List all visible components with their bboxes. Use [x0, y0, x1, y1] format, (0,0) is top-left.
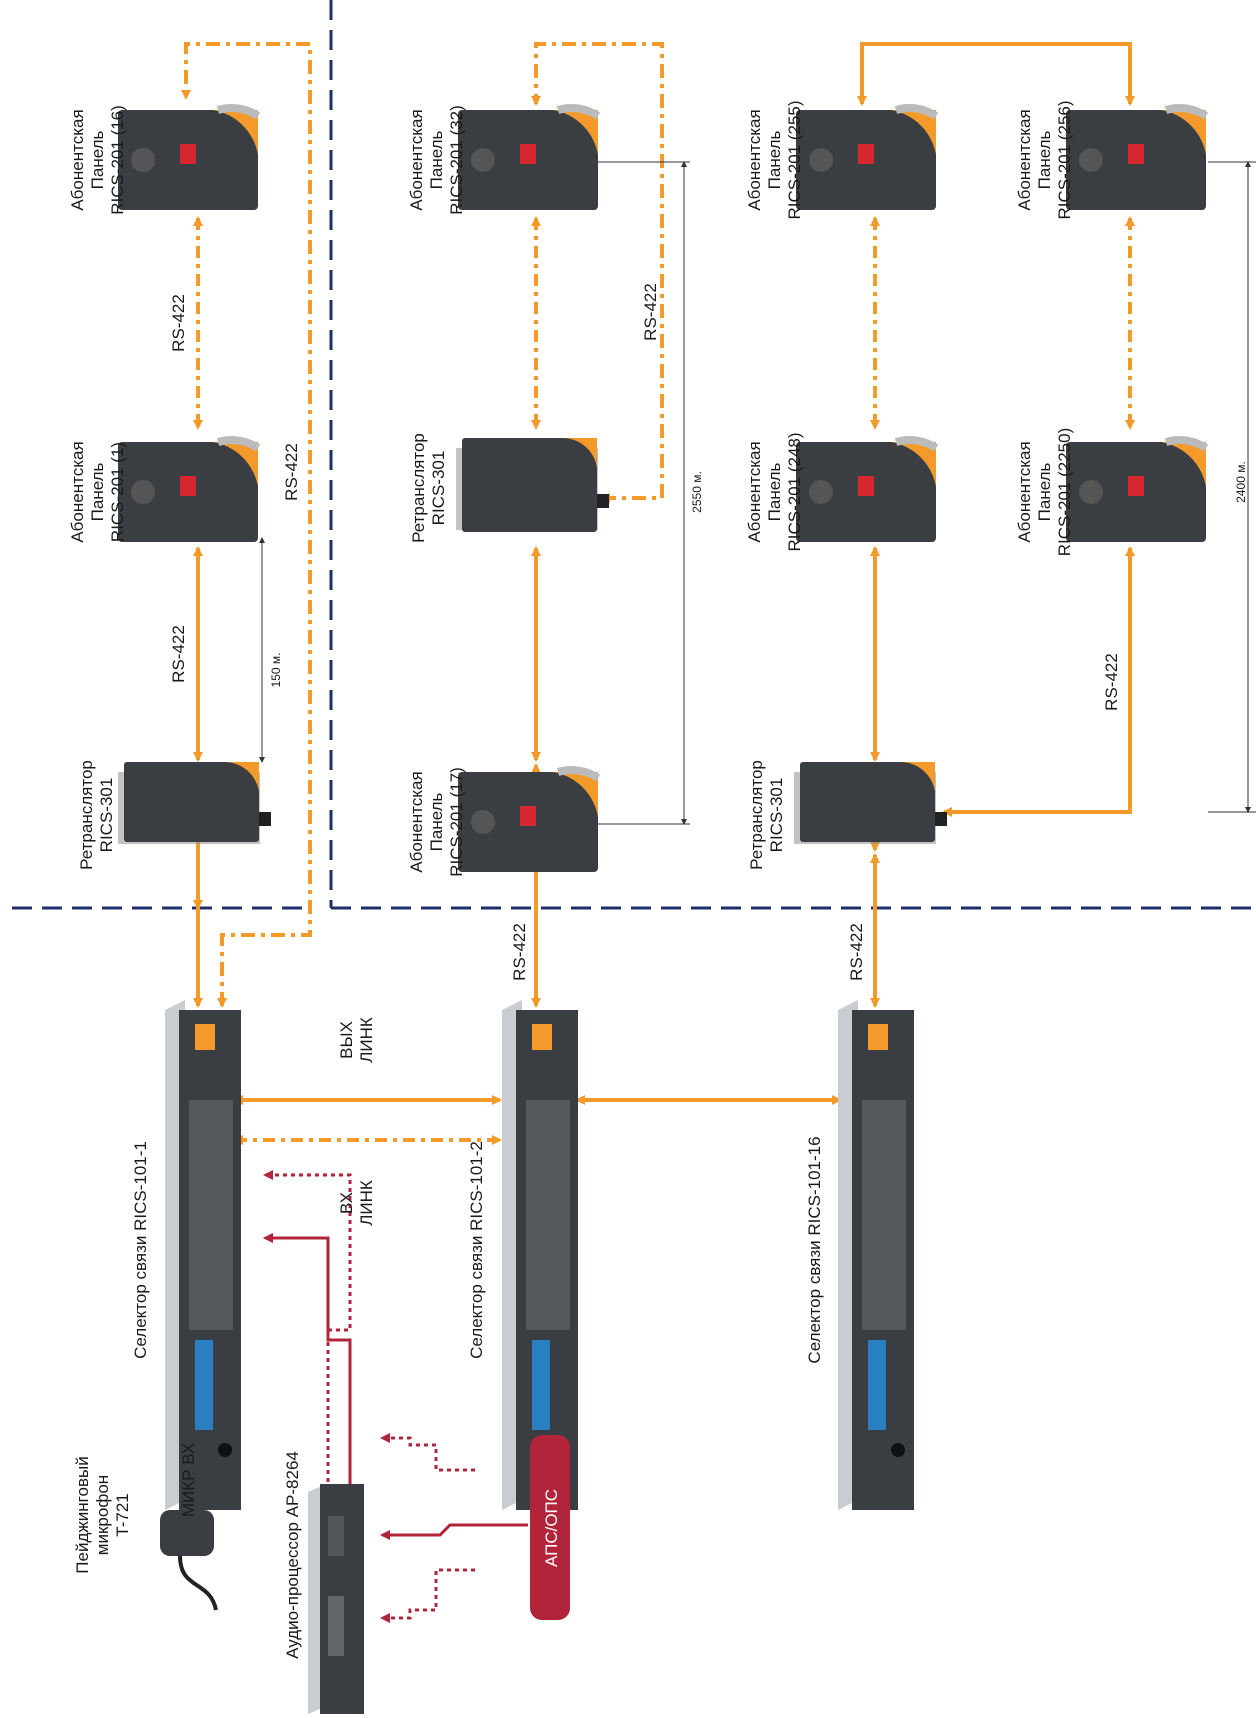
panel-label-line: Панель	[765, 130, 784, 189]
panel-label-248: Абонентская Панель RICS-201 (248)	[745, 432, 804, 551]
panel-label-line: Абонентская	[1015, 441, 1034, 542]
repeater-device-2	[456, 438, 609, 532]
panel-label-line: RICS-201 (1)	[108, 442, 127, 542]
rs422-label: RS-422	[641, 283, 660, 341]
repeater-label-1: Ретранслятор RICS-301	[77, 760, 116, 870]
repeater-device-1	[118, 762, 271, 844]
panel-label-line: Панель	[765, 462, 784, 521]
panel-label-16: Абонентская Панель RICS-201 (16)	[68, 105, 127, 215]
panel-label-line: RICS-201 (32)	[447, 105, 466, 215]
panel-label-line: RICS-201 (248)	[785, 432, 804, 551]
mic-label: Пейджинговый микрофон T-721	[73, 1456, 132, 1573]
rs422-label: RS-422	[282, 443, 301, 501]
selector-rack-2	[502, 1000, 578, 1510]
panel-device-32	[458, 108, 598, 210]
panel-device-255	[796, 108, 936, 210]
panel-label-line: Абонентская	[1015, 109, 1034, 210]
repeater-label-line: Ретранслятор	[409, 433, 428, 543]
rs422-label: RS-422	[847, 923, 866, 981]
in-link-label: ВХ ЛИНК	[337, 1180, 376, 1226]
panel-label-1: Абонентская Панель RICS-201 (1)	[68, 441, 127, 542]
selector-rack-16	[838, 1000, 914, 1510]
panel-label-2250: Абонентская Панель RICS-201 (2250)	[1015, 428, 1074, 557]
panel-device-2250	[1066, 440, 1206, 542]
repeater-label-2: Ретранслятор RICS-301	[409, 433, 448, 543]
in-link-line: ЛИНК	[357, 1180, 376, 1226]
distance-label-150: 150 м.	[269, 653, 283, 688]
panel-label-line: Панель	[427, 130, 446, 189]
mic-label-line: микрофон	[93, 1475, 112, 1555]
panel-label-line: Абонентская	[745, 441, 764, 542]
rs422-label: RS-422	[169, 625, 188, 683]
selector-label-2: Селектор связи RICS-101-2	[467, 1141, 486, 1359]
selector-rack-1	[165, 1000, 241, 1510]
aps-ops-button[interactable]: АПС/ОПС	[530, 1435, 570, 1620]
in-link-line: ВХ	[337, 1192, 356, 1214]
mic-label-line: T-721	[113, 1493, 132, 1536]
panel-label-line: RICS-201 (2250)	[1055, 428, 1074, 557]
repeater-label-line: RICS-301	[97, 778, 116, 853]
panel-device-1	[118, 440, 258, 542]
panel-label-line: Панель	[1035, 130, 1054, 189]
panel-label-255: Абонентская Панель RICS-201 (255)	[745, 100, 804, 219]
panel-label-line: Панель	[88, 130, 107, 189]
rs422-label: RS-422	[1102, 653, 1121, 711]
panel-label-32: Абонентская Панель RICS-201 (32)	[407, 105, 466, 215]
audio-processor-device	[308, 1484, 364, 1714]
out-link-line: ЛИНК	[357, 1017, 376, 1063]
out-link-label: ВЫХ ЛИНК	[337, 1017, 376, 1063]
panel-device-256	[1066, 108, 1206, 210]
panel-label-17: Абонентская Панель RICS-201 (17)	[407, 767, 466, 877]
panel-device-248	[796, 440, 936, 542]
panel-label-line: Абонентская	[68, 441, 87, 542]
rs422-label: RS-422	[510, 923, 529, 981]
mic-label-line: Пейджинговый	[73, 1456, 92, 1573]
panel-label-line: Панель	[427, 792, 446, 851]
mic-in-label: МИКР ВХ	[179, 1443, 198, 1517]
repeater-device-3	[794, 762, 947, 844]
aps-ops-label: АПС/ОПС	[542, 1489, 561, 1567]
microphone-icon	[160, 1510, 216, 1610]
repeater-label-line: Ретранслятор	[747, 760, 766, 870]
selector-label-16: Селектор связи RICS-101-16	[805, 1136, 824, 1363]
panel-label-256: Абонентская Панель RICS-201 (256)	[1015, 100, 1074, 219]
distance-label-2550: 2550 м.	[690, 471, 704, 513]
distance-label-2400: 2400 м.	[1234, 461, 1248, 503]
panel-label-line: Абонентская	[68, 109, 87, 210]
panel-label-line: Абонентская	[745, 109, 764, 210]
panel-label-line: RICS-201 (16)	[108, 105, 127, 215]
rs422-label: RS-422	[169, 294, 188, 352]
panel-device-17	[458, 770, 598, 872]
panel-device-16	[118, 108, 258, 210]
repeater-label-line: Ретранслятор	[77, 760, 96, 870]
repeater-label-line: RICS-301	[429, 451, 448, 526]
panel-label-line: Абонентская	[407, 771, 426, 872]
panel-label-line: RICS-201 (256)	[1055, 100, 1074, 219]
selector-label-1: Селектор связи RICS-101-1	[131, 1141, 150, 1359]
panel-label-line: Панель	[88, 462, 107, 521]
panel-label-line: Абонентская	[407, 109, 426, 210]
panel-label-line: RICS-201 (255)	[785, 100, 804, 219]
processor-label: Аудио-процессор AP-8264	[283, 1451, 302, 1659]
panel-label-line: Панель	[1035, 462, 1054, 521]
repeater-label-line: RICS-301	[767, 778, 786, 853]
out-link-line: ВЫХ	[337, 1021, 356, 1059]
repeater-label-3: Ретранслятор RICS-301	[747, 760, 786, 870]
panel-label-line: RICS-201 (17)	[447, 767, 466, 877]
